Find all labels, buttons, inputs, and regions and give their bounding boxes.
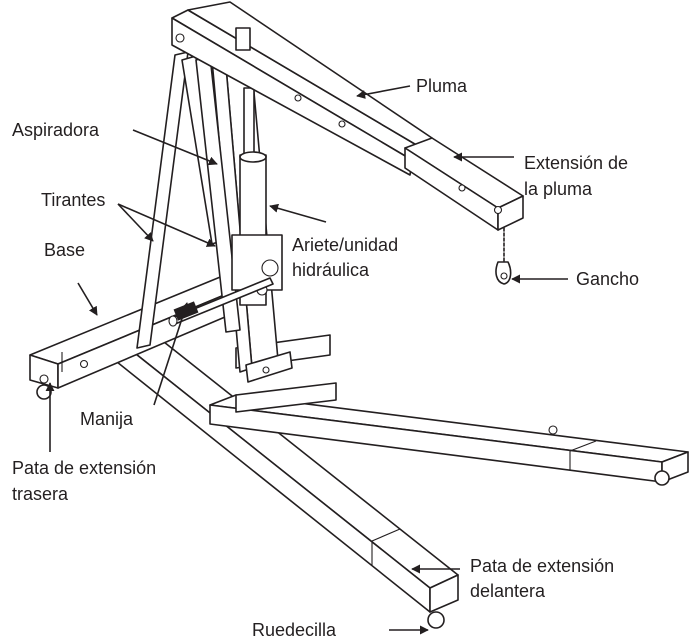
arrow-manija [153,302,189,406]
labels: Pluma Aspiradora Extensión de la pluma T… [12,76,639,640]
label-manija: Manija [80,409,134,429]
hydraulic-ram [231,87,283,306]
label-gancho: Gancho [576,269,639,289]
casters [36,384,670,629]
label-pata-trasera-line2: trasera [12,484,69,504]
label-pata-delantera-line2: delantera [470,581,546,601]
arrow-tirantes-1 [117,203,154,242]
leader-arrows [45,85,568,635]
front-right-leg [209,394,689,483]
label-pluma: Pluma [416,76,468,96]
braces [136,51,241,349]
label-pata-trasera-line1: Pata de extensión [12,458,156,478]
label-aspiradora: Aspiradora [12,120,100,140]
label-tirantes: Tirantes [41,190,105,210]
arrow-base [77,282,98,316]
label-base: Base [44,240,85,260]
handle [168,277,274,327]
label-pata-delantera-line1: Pata de extensión [470,556,614,576]
arrow-tirantes-2 [117,203,216,247]
arrow-ariete [269,203,327,223]
label-ariete-line1: Ariete/unidad [292,235,398,255]
label-ariete-line2: hidráulica [292,260,370,280]
arrow-pluma [356,85,411,99]
boom-extension [404,137,524,231]
label-ruedecilla: Ruedecilla [252,620,337,640]
arrow-aspiradora [132,129,218,166]
label-extension-pluma-line2: la pluma [524,179,593,199]
label-extension-pluma-line1: Extensión de [524,153,628,173]
crane-illustration [29,1,689,629]
chain-hook [495,227,512,285]
